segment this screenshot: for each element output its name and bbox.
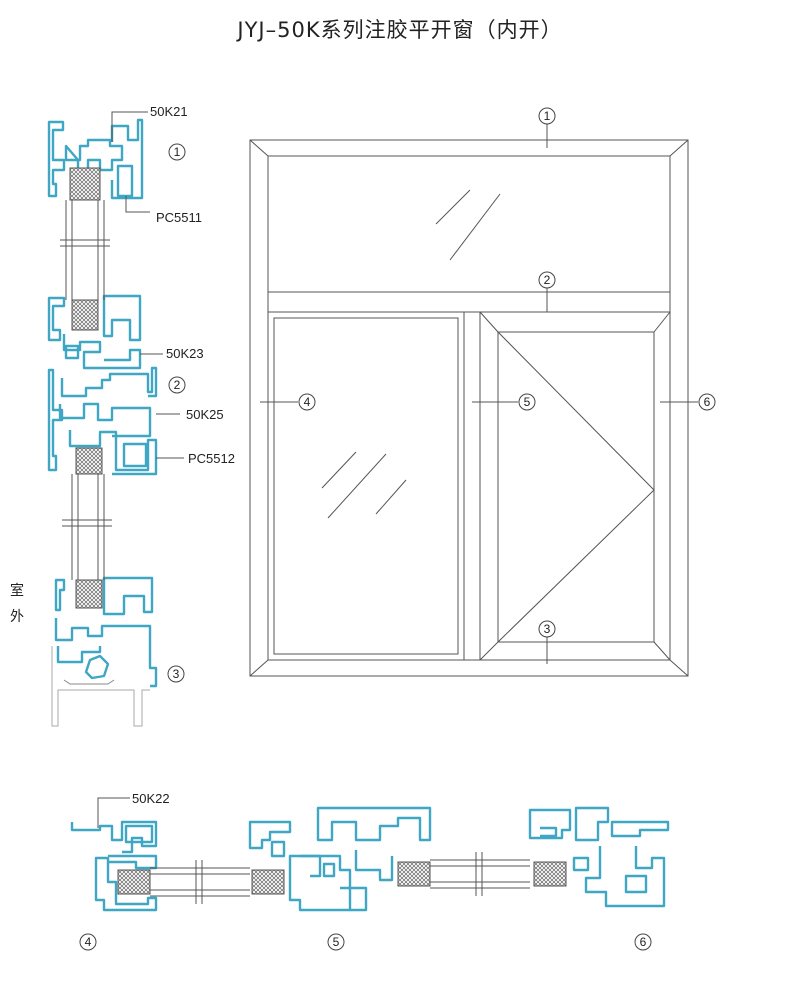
marker-e2: 2 xyxy=(538,271,556,289)
marker-e3: 3 xyxy=(538,620,556,638)
svg-text:1: 1 xyxy=(174,145,181,159)
label-50k23: 50K23 xyxy=(166,346,204,361)
label-50k21: 50K21 xyxy=(150,104,188,119)
profile-bottom xyxy=(54,576,158,688)
profile-50k25 xyxy=(47,366,158,476)
window-elevation xyxy=(249,139,689,677)
marker-e6: 6 xyxy=(698,393,716,411)
horizontal-sections xyxy=(70,806,670,912)
profile-section-6 xyxy=(528,806,670,908)
marker-e4: 4 xyxy=(298,393,316,411)
marker-v2: 2 xyxy=(168,376,186,394)
marker-e5: 5 xyxy=(518,393,536,411)
svg-text:5: 5 xyxy=(524,395,531,409)
profile-section-5 xyxy=(248,806,432,912)
side-label-outdoor-1: 室 xyxy=(10,583,24,599)
side-label-outdoor-2: 外 xyxy=(10,609,24,625)
svg-text:6: 6 xyxy=(640,935,647,949)
profile-section-4 xyxy=(70,820,158,912)
svg-text:3: 3 xyxy=(173,667,180,681)
svg-text:2: 2 xyxy=(174,378,181,392)
marker-b6: 6 xyxy=(634,933,652,951)
glass-units-horizontal xyxy=(117,852,567,904)
leaders-vertical xyxy=(111,111,184,459)
label-pc5512: PC5512 xyxy=(188,451,235,466)
svg-text:3: 3 xyxy=(544,622,551,636)
label-50k22: 50K22 xyxy=(132,791,170,806)
svg-text:4: 4 xyxy=(85,935,92,949)
svg-text:6: 6 xyxy=(704,395,711,409)
leaders-elevation xyxy=(260,124,698,664)
marker-v1: 1 xyxy=(168,143,186,161)
svg-text:5: 5 xyxy=(333,935,340,949)
leader-50k22 xyxy=(97,797,130,828)
marker-v3: 3 xyxy=(167,665,185,683)
svg-text:4: 4 xyxy=(304,395,311,409)
svg-text:2: 2 xyxy=(544,273,551,287)
marker-e1: 1 xyxy=(538,107,556,125)
label-50k25: 50K25 xyxy=(186,407,224,422)
page-title: JYJ–50K系列注胶平开窗（内开） xyxy=(237,18,563,42)
profile-50k23 xyxy=(47,294,142,370)
svg-text:1: 1 xyxy=(544,109,551,123)
label-pc5511: PC5511 xyxy=(156,210,202,225)
marker-b5: 5 xyxy=(327,933,345,951)
vertical-section xyxy=(47,118,158,688)
marker-b4: 4 xyxy=(79,933,97,951)
glass-units-vertical xyxy=(51,167,150,727)
